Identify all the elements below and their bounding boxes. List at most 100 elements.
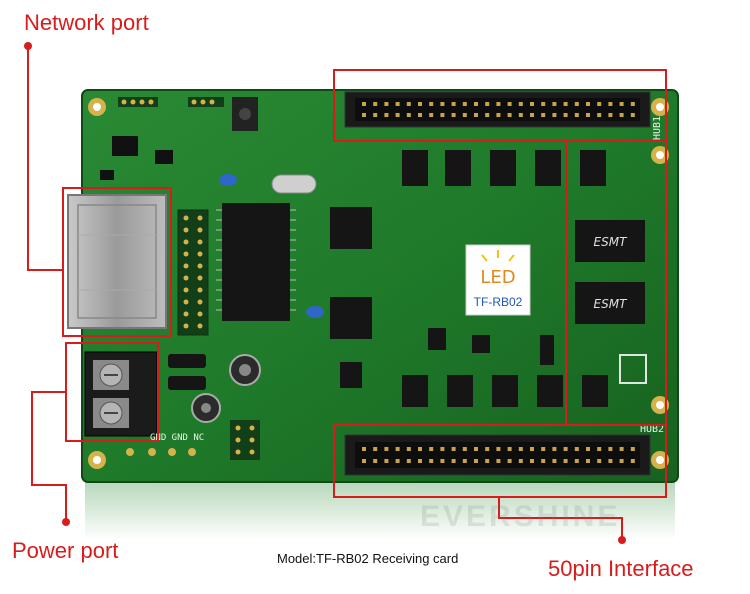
connector-pin bbox=[485, 459, 490, 463]
model-sticker-text: TF-RB02 bbox=[474, 295, 523, 309]
connector-pin bbox=[362, 447, 366, 451]
connector-pin bbox=[541, 447, 546, 451]
small-chip bbox=[155, 150, 173, 164]
connector-pin bbox=[608, 113, 613, 117]
vertical-header bbox=[177, 209, 209, 336]
connector-pin bbox=[597, 113, 602, 117]
hub2-label: HUB2 bbox=[640, 424, 664, 435]
connector-pin bbox=[630, 447, 635, 451]
connector-pin bbox=[619, 447, 624, 451]
connector-pin bbox=[462, 447, 467, 451]
blue-cap bbox=[219, 174, 237, 186]
connector-pin bbox=[630, 102, 635, 106]
connector-pin bbox=[563, 113, 568, 117]
connector-pin bbox=[507, 113, 512, 117]
connector-pin bbox=[586, 113, 590, 117]
connector-pin bbox=[373, 102, 378, 106]
connector-pin bbox=[418, 447, 422, 451]
connector-pin bbox=[630, 113, 635, 117]
connector-pin bbox=[474, 447, 478, 451]
power-terminal-label: GND GND NC bbox=[150, 433, 204, 443]
connector-pin bbox=[462, 459, 467, 463]
connector-pin bbox=[608, 459, 613, 463]
connector-pin bbox=[384, 113, 389, 117]
connector-pin bbox=[384, 102, 389, 106]
square-chip bbox=[330, 297, 372, 339]
connector-pin bbox=[373, 447, 378, 451]
connector-pin bbox=[462, 102, 467, 106]
watermark: EVERSHINE bbox=[420, 500, 621, 533]
bottom-pads bbox=[126, 448, 196, 456]
connector-pin bbox=[574, 459, 579, 463]
connector-pin bbox=[395, 459, 400, 463]
connector-pin bbox=[362, 113, 366, 117]
connector-pin bbox=[406, 459, 411, 463]
model-caption: Model:TF-RB02 Receiving card bbox=[277, 551, 459, 566]
power-port-callout: Power port bbox=[12, 538, 119, 563]
connector-pin bbox=[574, 447, 579, 451]
capacitor bbox=[191, 393, 221, 423]
connector-pin bbox=[474, 102, 478, 106]
small-header bbox=[118, 97, 224, 107]
hub2-connector bbox=[344, 434, 651, 476]
connector-pin bbox=[563, 102, 568, 106]
connector-pin bbox=[552, 113, 557, 117]
connector-pin bbox=[418, 459, 422, 463]
connector-pin bbox=[418, 113, 422, 117]
connector-pin bbox=[496, 102, 501, 106]
pin-interface-callout: 50pin Interface bbox=[548, 556, 694, 581]
connector-pin bbox=[406, 113, 411, 117]
connector-pin bbox=[530, 102, 534, 106]
square-chip bbox=[330, 207, 372, 249]
connector-pin bbox=[574, 113, 579, 117]
connector-pin bbox=[507, 459, 512, 463]
power-port-leader bbox=[31, 391, 67, 520]
connector-pin bbox=[406, 102, 411, 106]
connector-pin bbox=[619, 113, 624, 117]
connector-pin bbox=[574, 102, 579, 106]
connector-pin bbox=[362, 459, 366, 463]
highlight-boxes bbox=[62, 69, 667, 498]
driver-chips-bottom bbox=[402, 375, 608, 407]
connector-pin bbox=[440, 447, 445, 451]
board-reflection bbox=[85, 480, 675, 540]
connector-pin bbox=[518, 102, 523, 106]
mounting-holes bbox=[88, 98, 669, 469]
connector-pin bbox=[619, 102, 624, 106]
connector-pin bbox=[586, 447, 590, 451]
connector-pin bbox=[552, 447, 557, 451]
connector-pin bbox=[597, 459, 602, 463]
connector-pin bbox=[451, 113, 456, 117]
callout-dots bbox=[24, 42, 626, 544]
connector-pin bbox=[429, 459, 434, 463]
callout-lines bbox=[27, 46, 623, 538]
connector-pin bbox=[485, 447, 490, 451]
connector-pin bbox=[518, 459, 523, 463]
capacitor bbox=[229, 354, 261, 386]
connector-pin bbox=[530, 113, 534, 117]
interface-leader bbox=[498, 497, 623, 538]
ram-brand-top: ESMT bbox=[594, 235, 629, 249]
power-terminal bbox=[84, 351, 158, 437]
connector-pin bbox=[518, 113, 523, 117]
connector-pin bbox=[485, 102, 490, 106]
hub1-highlight bbox=[333, 69, 667, 142]
hub1-label: HUB1 bbox=[652, 116, 663, 140]
connector-pin bbox=[474, 113, 478, 117]
ram-chip bbox=[575, 220, 645, 262]
connector-pin bbox=[395, 113, 400, 117]
connector-pin bbox=[373, 113, 378, 117]
connector-pin bbox=[496, 447, 501, 451]
connector-pin bbox=[563, 447, 568, 451]
hub1-connector bbox=[344, 91, 651, 128]
connector-pin bbox=[462, 113, 467, 117]
connector-pin bbox=[608, 102, 613, 106]
bottom-header bbox=[230, 420, 260, 460]
connector-pin bbox=[451, 459, 456, 463]
connector-pin bbox=[362, 102, 366, 106]
connector-pin bbox=[563, 459, 568, 463]
connector-pin bbox=[451, 447, 456, 451]
network-port-callout: Network port bbox=[24, 10, 149, 35]
connector-pin bbox=[451, 102, 456, 106]
connector-pin bbox=[384, 459, 389, 463]
